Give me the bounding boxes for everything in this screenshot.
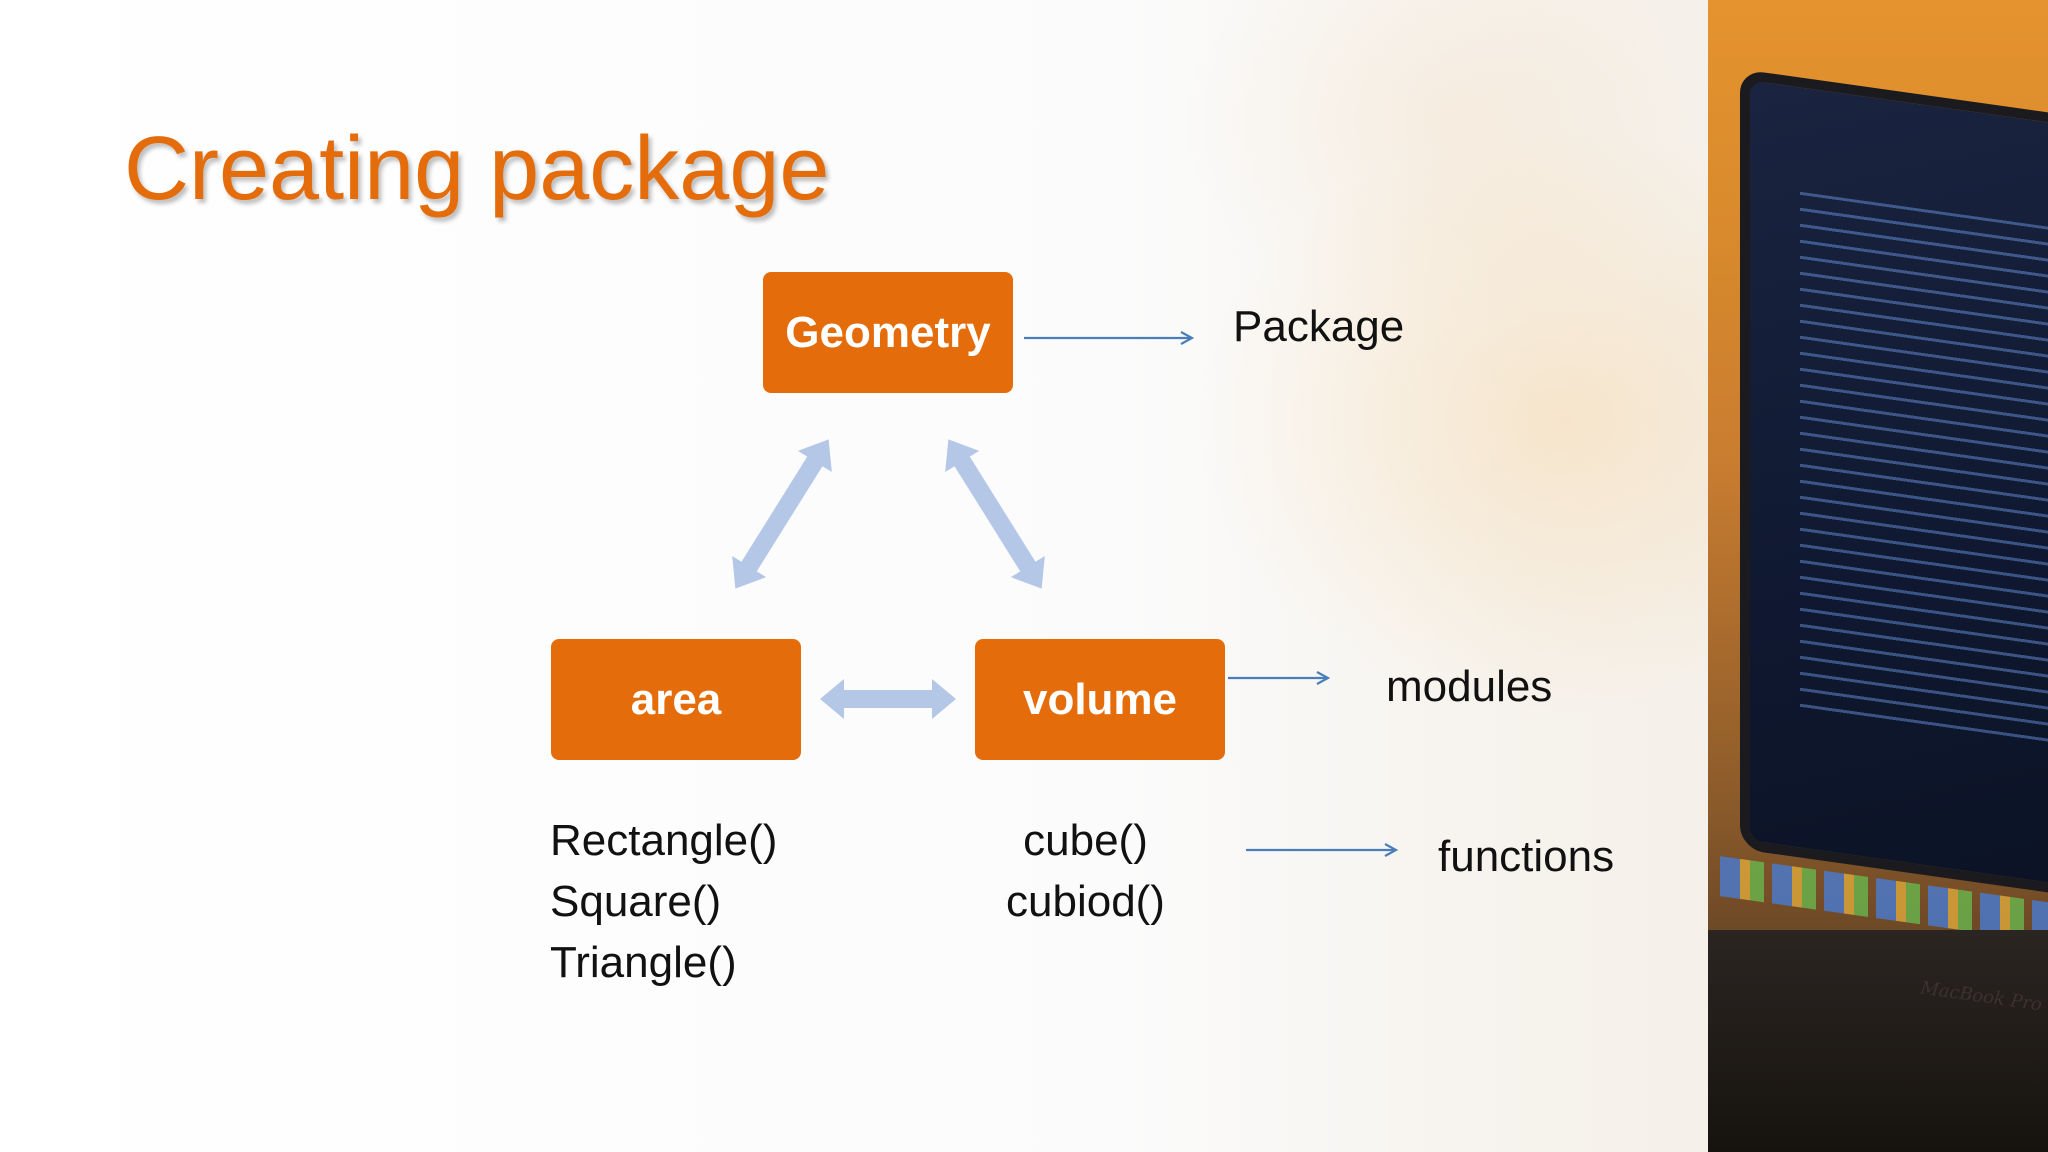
- function-item: cubiod(): [1006, 877, 1165, 926]
- geometry-package-box: Geometry: [763, 272, 1013, 393]
- function-item: Triangle(): [550, 938, 737, 987]
- area-function-list: Rectangle() Square() Triangle(): [550, 810, 777, 993]
- area-module-box: area: [551, 639, 801, 760]
- function-item: cube(): [1023, 816, 1148, 865]
- function-item: Square(): [550, 877, 722, 926]
- laptop-keyboard-image: [1708, 930, 2048, 1152]
- code-editor-image: [1800, 191, 2048, 749]
- function-item: Rectangle(): [550, 816, 778, 865]
- volume-function-list: cube() cubiod(): [1006, 810, 1165, 932]
- package-label: Package: [1233, 302, 1405, 351]
- slide-title: Creating package: [124, 119, 830, 219]
- modules-label: modules: [1386, 662, 1553, 711]
- functions-label: functions: [1438, 832, 1615, 881]
- volume-module-box: volume: [975, 639, 1225, 760]
